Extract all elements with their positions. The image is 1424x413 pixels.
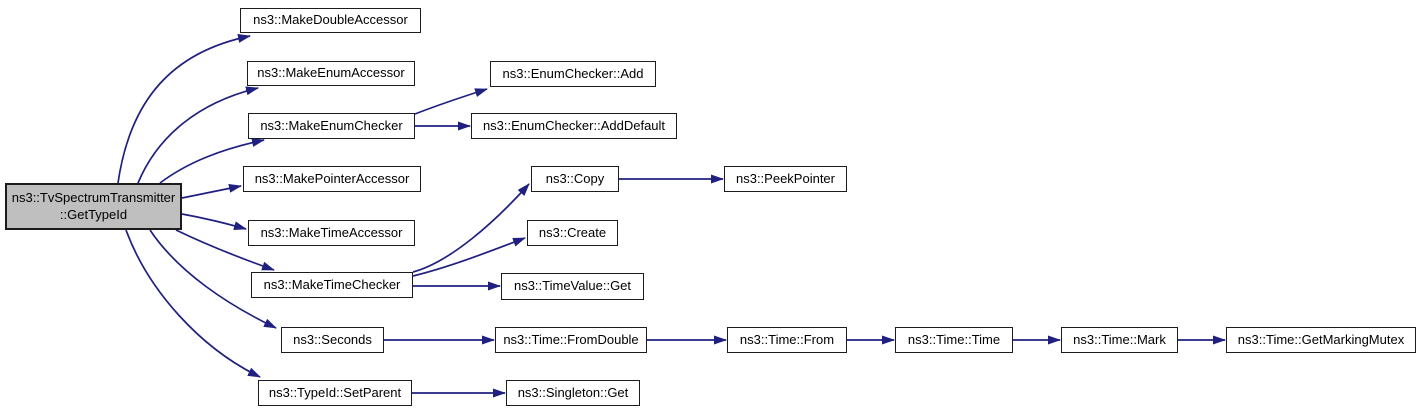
edge-root-to-MakeEnumAccessor [137,86,259,184]
graph-node-MakePointerAccessor[interactable]: ns3::MakePointerAccessor [243,166,421,192]
edge-MakeTimeChecker-to-Create [412,237,526,277]
edge-root-to-MakeEnumChecker [159,138,265,184]
edge-root-to-MakeTimeChecker [175,229,275,271]
edge-MakeEnumChecker-to-EnumCheckerAdd [414,88,488,115]
graph-node-EnumCheckerAddDefault[interactable]: ns3::EnumChecker::AddDefault [471,113,677,139]
graph-node-TypeIdSetParent[interactable]: ns3::TypeId::SetParent [258,380,412,406]
edge-root-to-Seconds [149,229,277,329]
edge-root-to-MakePointerAccessor [181,183,242,199]
graph-node-TimeFrom[interactable]: ns3::Time::From [727,327,847,353]
graph-node-MakeDoubleAccessor[interactable]: ns3::MakeDoubleAccessor [240,8,421,33]
graph-node-PeekPointer[interactable]: ns3::PeekPointer [724,166,847,192]
edge-MakeTimeChecker-to-Copy [412,183,530,273]
graph-node-TimeTime[interactable]: ns3::Time::Time [895,327,1013,353]
graph-node-MakeEnumChecker[interactable]: ns3::MakeEnumChecker [248,113,415,139]
graph-node-TimeGetMarkingMutex[interactable]: ns3::Time::GetMarkingMutex [1226,327,1416,353]
edge-root-to-TypeIdSetParent [125,229,261,378]
graph-node-TimeMark[interactable]: ns3::Time::Mark [1061,327,1178,353]
graph-node-MakeEnumAccessor[interactable]: ns3::MakeEnumAccessor [247,61,415,86]
graph-node-TimeFromDouble[interactable]: ns3::Time::FromDouble [495,327,647,353]
graph-node-MakeTimeChecker[interactable]: ns3::MakeTimeChecker [251,272,413,298]
graph-node-EnumCheckerAdd[interactable]: ns3::EnumChecker::Add [490,61,656,87]
graph-node-Seconds[interactable]: ns3::Seconds [281,327,384,353]
edge-root-to-MakeDoubleAccessor [117,34,251,184]
graph-node-MakeTimeAccessor[interactable]: ns3::MakeTimeAccessor [248,220,415,246]
graph-node-TimeValueGet[interactable]: ns3::TimeValue::Get [501,273,644,300]
graph-node-Copy[interactable]: ns3::Copy [531,166,619,192]
edge-root-to-MakeTimeAccessor [181,213,247,231]
graph-node-root: ns3::TvSpectrumTransmitter ::GetTypeId [5,183,182,230]
graph-node-SingletonGet[interactable]: ns3::Singleton::Get [506,380,640,406]
graph-node-Create[interactable]: ns3::Create [527,220,618,246]
